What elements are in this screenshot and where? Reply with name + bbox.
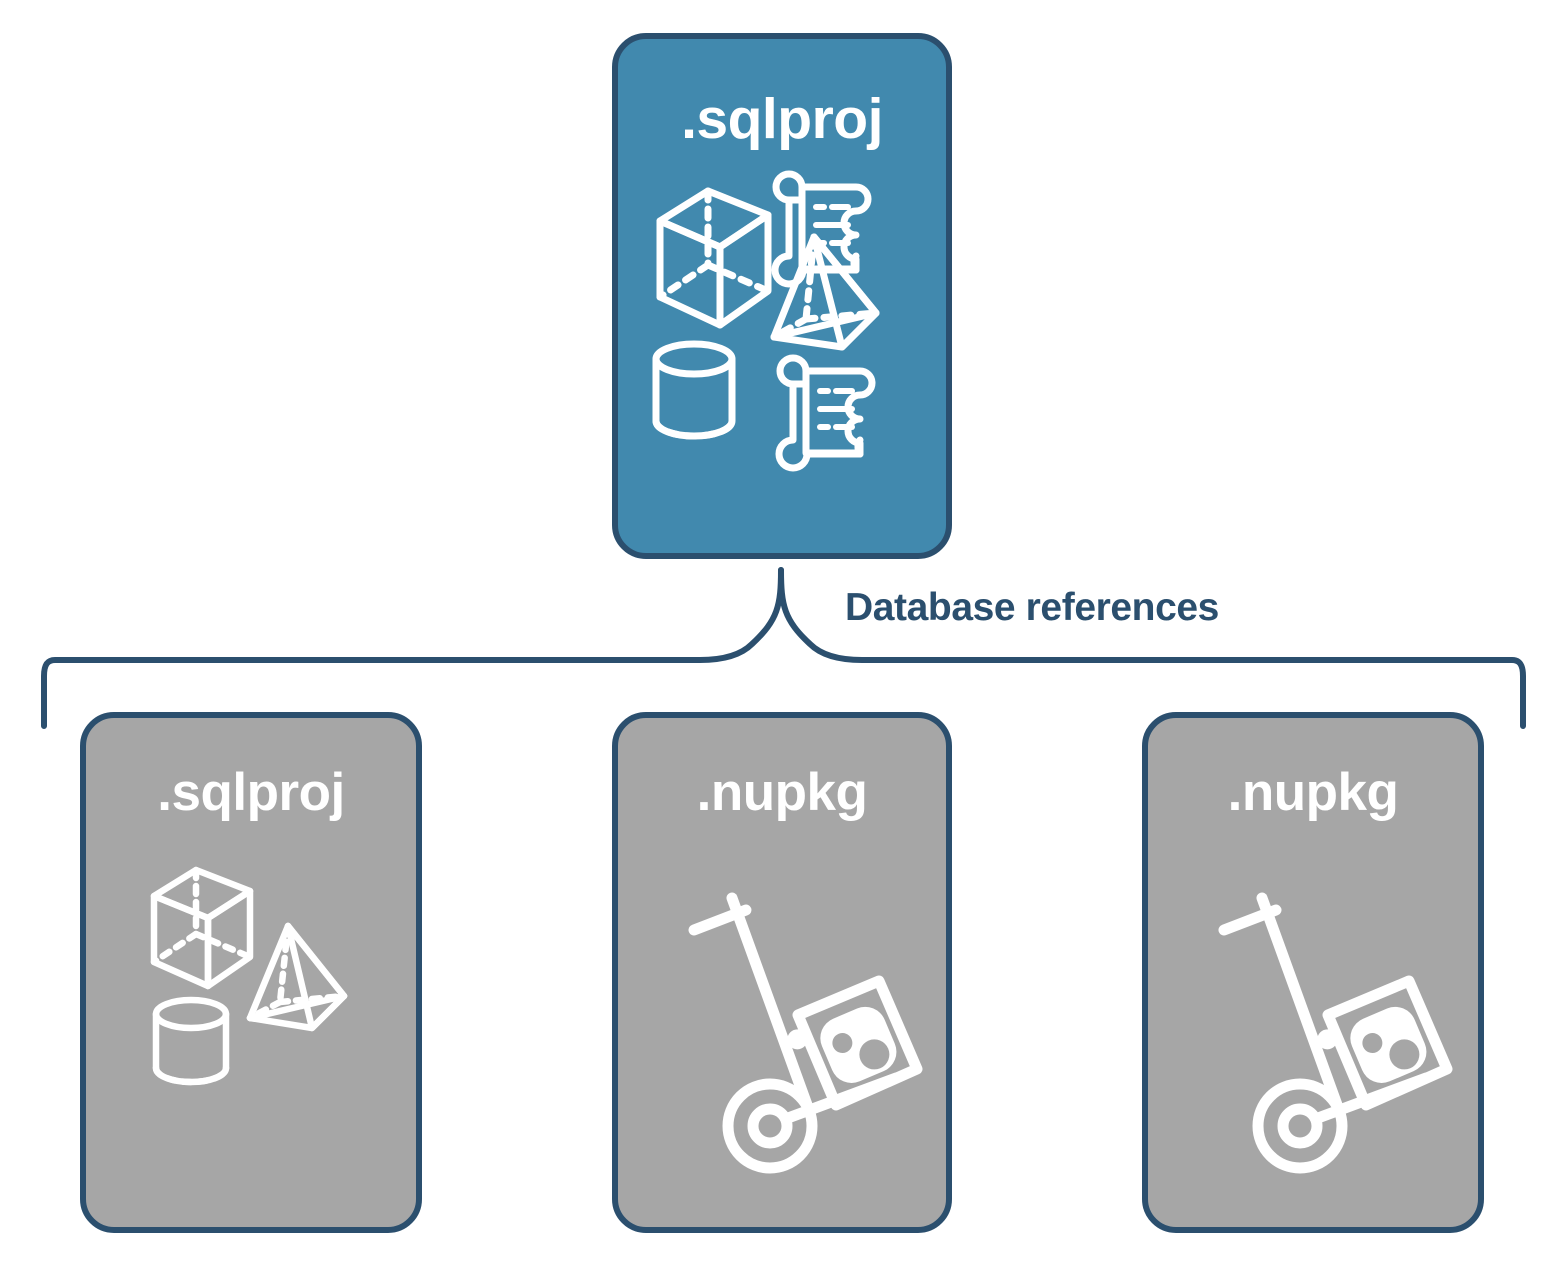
scroll-icon xyxy=(775,354,876,472)
pyramid-icon xyxy=(770,233,880,351)
node-sqlproj-reference[interactable]: .sqlproj xyxy=(80,712,422,1233)
node-title-sqlproj-root: .sqlproj xyxy=(681,87,883,151)
node-title-nupkg-reference-1: .nupkg xyxy=(696,763,868,822)
node-nupkg-reference-2[interactable]: .nupkg xyxy=(1142,712,1484,1233)
pyramid-icon xyxy=(246,922,348,1032)
cylinder-icon xyxy=(652,340,736,440)
nupkg-reference-2-icon-group xyxy=(1188,868,1454,1174)
node-sqlproj-root[interactable]: .sqlproj xyxy=(612,33,952,559)
scroll-icon xyxy=(771,170,872,288)
brace-left-half xyxy=(41,567,784,729)
nuget-package-icon xyxy=(1317,975,1453,1111)
hand-truck-wheel-icon xyxy=(722,1078,818,1174)
connector-label: Database references xyxy=(845,586,1219,629)
cube-icon xyxy=(656,187,772,329)
hand-truck-wheel-icon xyxy=(1252,1078,1348,1174)
node-title-sqlproj-reference: .sqlproj xyxy=(157,763,345,822)
nuget-package-icon xyxy=(787,975,923,1111)
sqlproj-reference-icon-group xyxy=(146,858,376,1088)
root-node-icon-group xyxy=(646,169,930,472)
node-title-nupkg-reference-2: .nupkg xyxy=(1227,763,1399,822)
cylinder-icon xyxy=(152,996,230,1086)
node-nupkg-reference-1[interactable]: .nupkg xyxy=(612,712,952,1233)
cube-icon xyxy=(150,866,254,990)
nupkg-reference-1-icon-group xyxy=(658,868,924,1174)
